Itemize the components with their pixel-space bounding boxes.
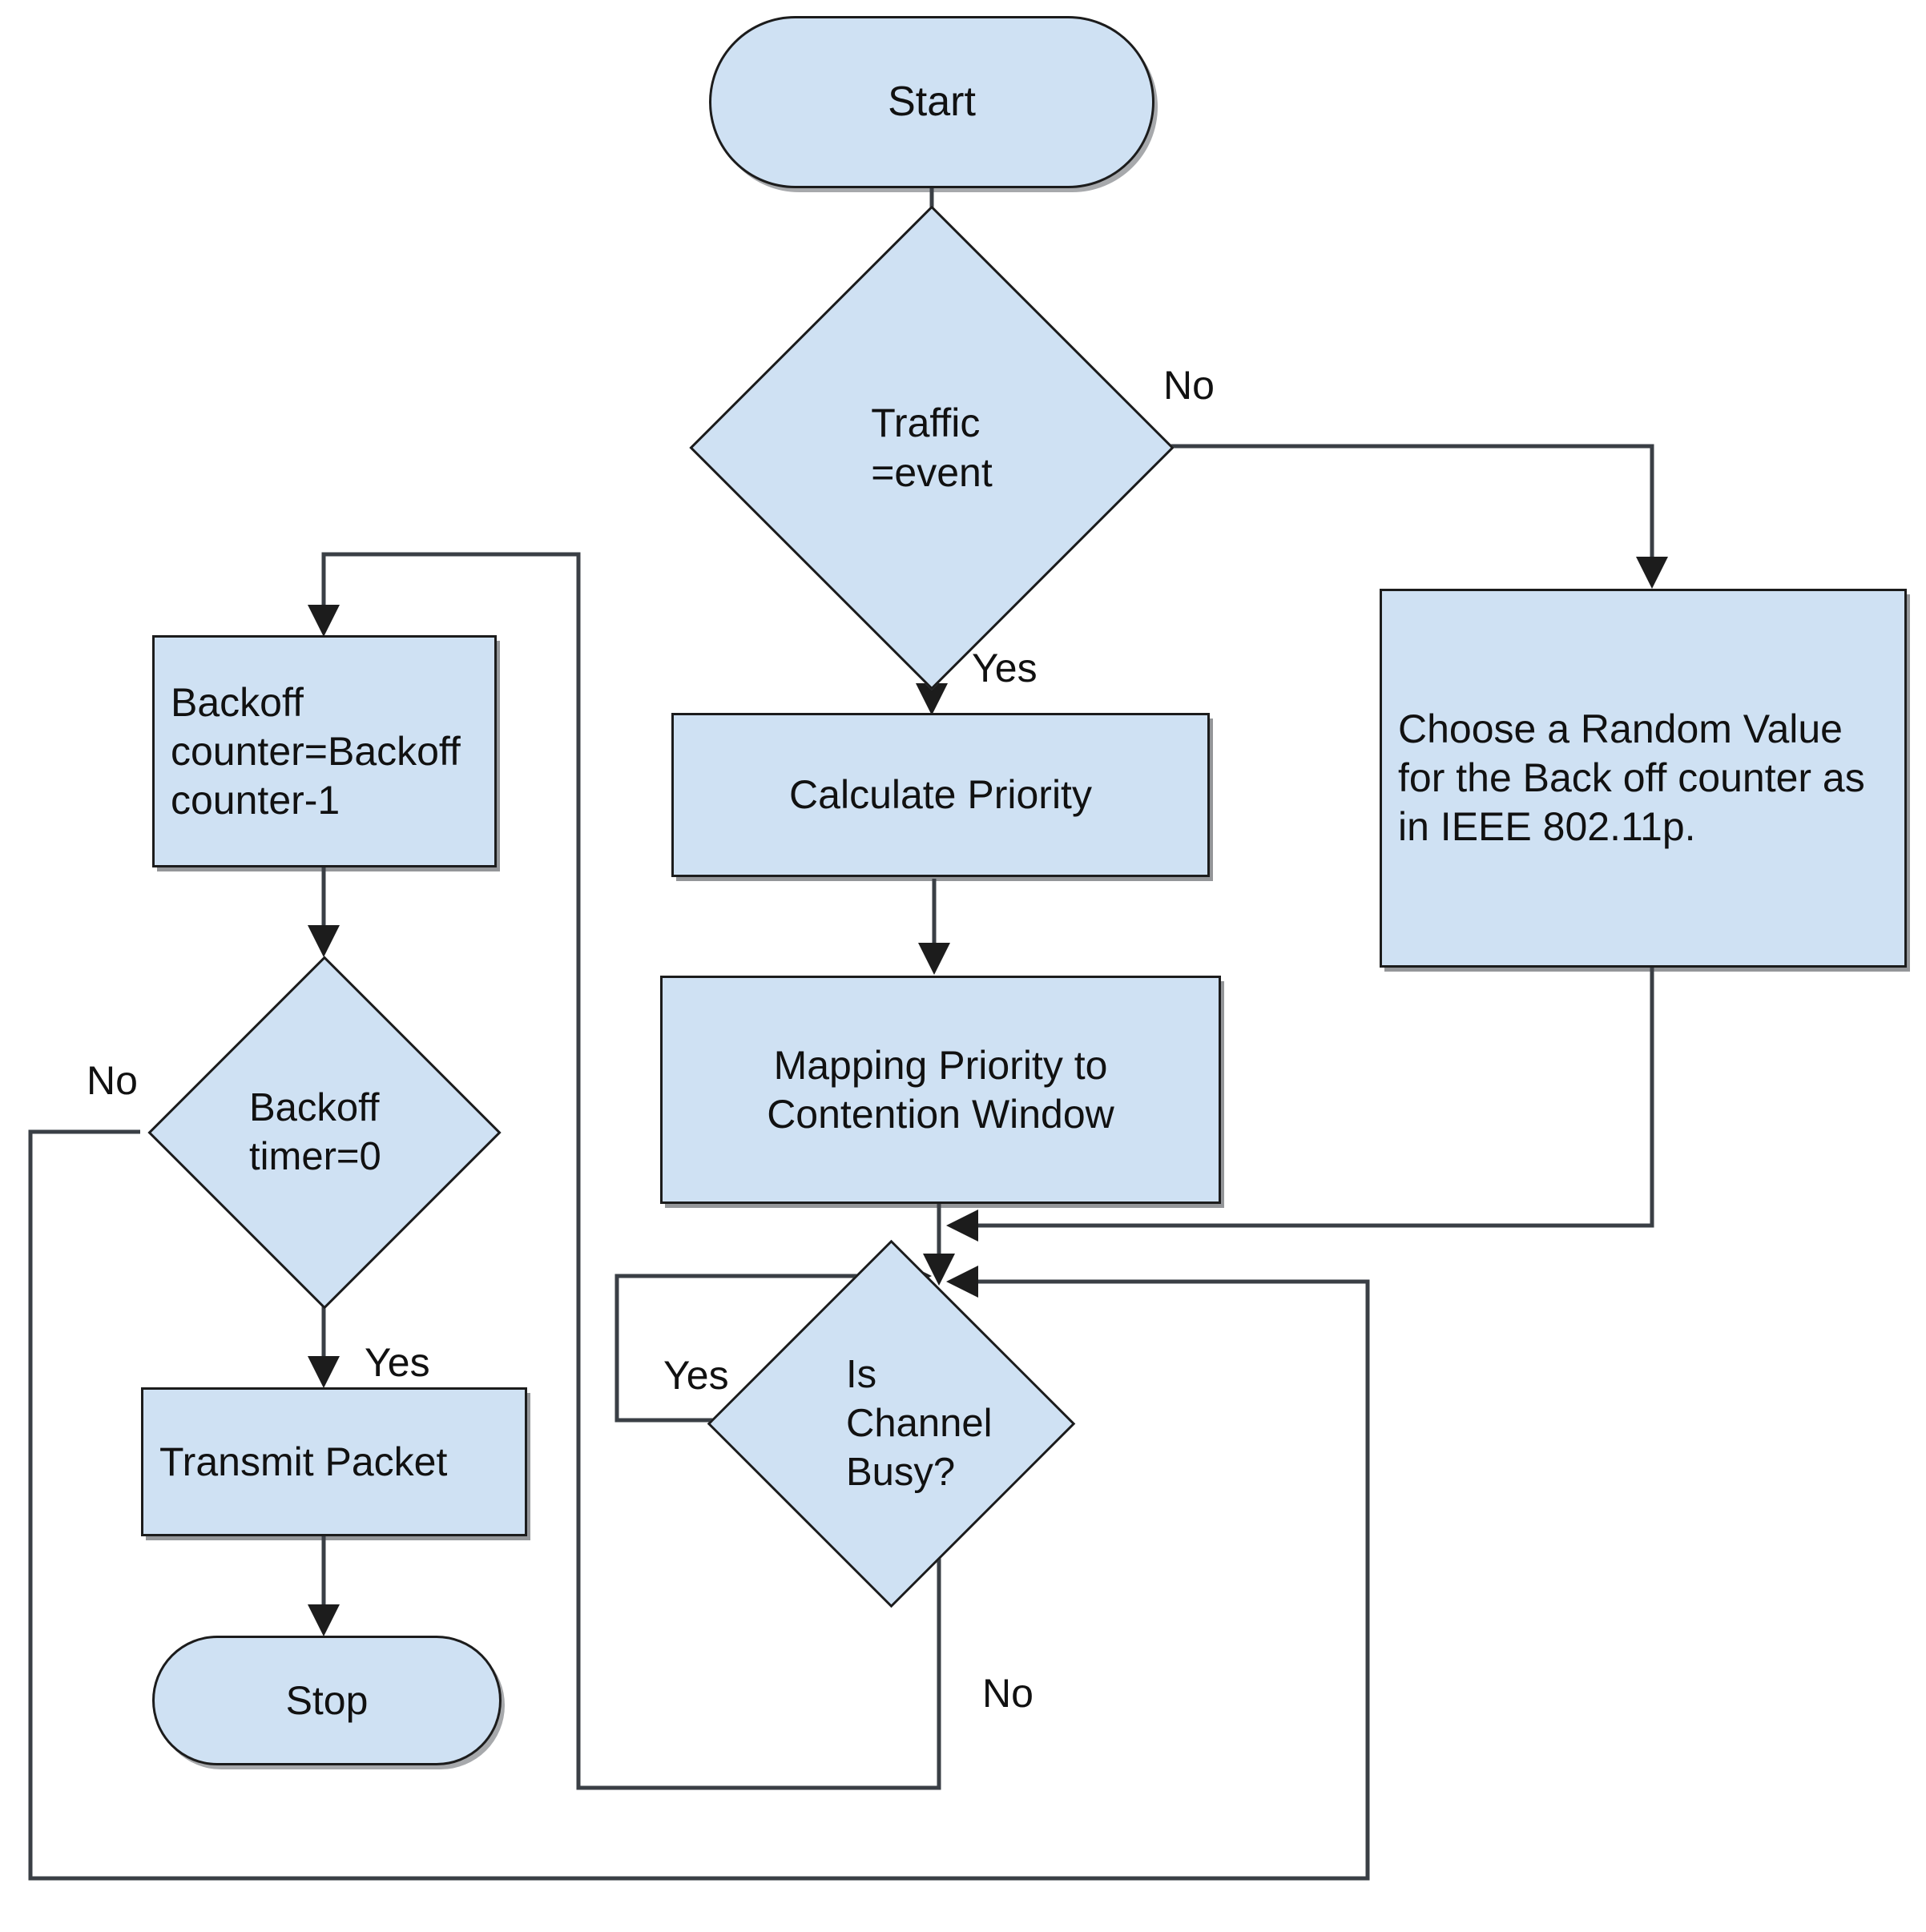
- node-backoff-timer-label: Backoff timer=0: [249, 1085, 381, 1178]
- edge-choose-to-channel: [946, 968, 1654, 1242]
- edge-label-timer-no: No: [87, 1058, 138, 1103]
- node-calculate-priority[interactable]: Calculate Priority: [671, 713, 1210, 877]
- edge-timer-no: [28, 1129, 1370, 1881]
- node-traffic-decision[interactable]: Traffic =event: [689, 205, 1175, 690]
- edge-label-channel-no: No: [982, 1671, 1034, 1716]
- edge-traffic-no: [1107, 444, 1668, 589]
- edge-channel-no: [308, 552, 941, 1790]
- node-choose-random-label: Choose a Random Value for the Back off c…: [1398, 706, 1865, 849]
- node-traffic-decision-label: Traffic =event: [871, 400, 993, 496]
- edge-label-traffic-yes: Yes: [972, 646, 1038, 690]
- node-backoff-timer[interactable]: Backoff timer=0: [147, 956, 502, 1310]
- node-backoff-counter[interactable]: Backoff counter=Backoff counter-1: [152, 635, 497, 867]
- edge-channel-yes-loop: [614, 1260, 932, 1423]
- node-backoff-timer-label-wrap: Backoff timer=0: [199, 1008, 499, 1258]
- node-channel-busy[interactable]: Is Channel Busy?: [707, 1239, 1076, 1608]
- node-channel-busy-label: Is Channel Busy?: [846, 1352, 993, 1495]
- node-stop-label: Stop: [285, 1677, 369, 1723]
- edge-label-channel-yes: Yes: [663, 1353, 729, 1398]
- node-transmit-packet[interactable]: Transmit Packet: [141, 1387, 527, 1536]
- node-start-label: Start: [888, 78, 976, 125]
- node-calculate-priority-label: Calculate Priority: [789, 772, 1092, 817]
- node-stop[interactable]: Stop: [152, 1636, 502, 1765]
- node-channel-busy-label-wrap: Is Channel Busy?: [761, 1294, 1106, 1554]
- edge-label-traffic-no: No: [1163, 363, 1215, 408]
- node-mapping-priority-label: Mapping Priority to Contention Window: [767, 1042, 1114, 1137]
- node-start[interactable]: Start: [709, 16, 1154, 188]
- node-backoff-counter-label: Backoff counter=Backoff counter-1: [171, 679, 461, 823]
- node-transmit-packet-label: Transmit Packet: [159, 1439, 448, 1484]
- edge-label-timer-yes: Yes: [365, 1340, 430, 1385]
- node-mapping-priority[interactable]: Mapping Priority to Contention Window: [660, 976, 1221, 1204]
- node-traffic-decision-label-wrap: Traffic =event: [760, 276, 1103, 619]
- node-choose-random[interactable]: Choose a Random Value for the Back off c…: [1380, 589, 1907, 968]
